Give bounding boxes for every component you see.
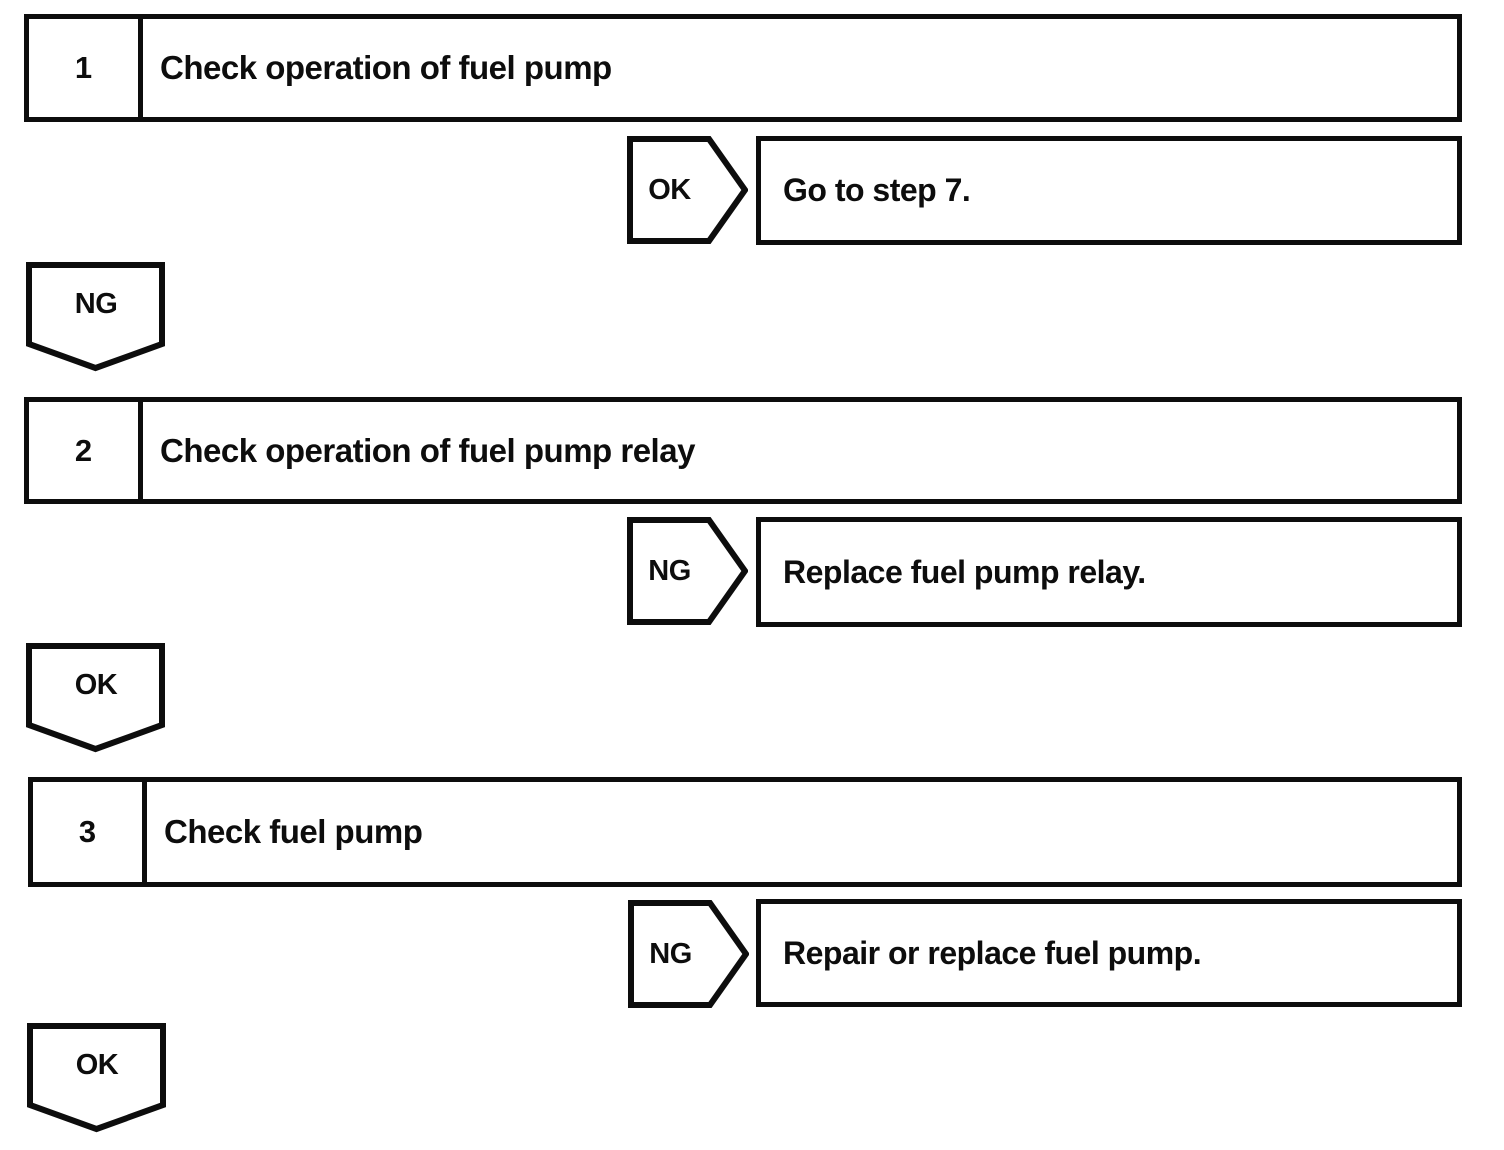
continue-arrow-label: OK	[74, 668, 118, 701]
step-number-cell: 1	[29, 19, 143, 117]
step-title-cell: Check operation of fuel pump	[143, 19, 1457, 117]
branch-result-text: Replace fuel pump relay.	[783, 553, 1146, 590]
branch-arrow-right-ng: NG	[628, 900, 749, 1008]
step-title-cell: Check operation of fuel pump relay	[143, 402, 1457, 499]
branch-result-box-1: Go to step 7.	[756, 136, 1462, 245]
step-number: 2	[74, 432, 93, 468]
pentagon-down-icon	[26, 643, 165, 753]
step-number: 1	[74, 50, 93, 85]
continue-arrow-down-ng: NG	[26, 262, 166, 372]
step-box-2: 2 Check operation of fuel pump relay	[24, 397, 1462, 504]
step-box-1: 1 Check operation of fuel pump	[24, 14, 1462, 122]
branch-arrow-label: OK	[648, 173, 691, 206]
pentagon-right-icon	[627, 517, 748, 625]
branch-arrow-label: NG	[648, 554, 691, 587]
pentagon-down-icon	[26, 262, 165, 372]
step-title: Check fuel pump	[164, 813, 423, 850]
branch-result-box-3: Repair or replace fuel pump.	[756, 899, 1462, 1007]
step-number: 3	[78, 814, 97, 849]
continue-arrow-label: NG	[74, 287, 118, 320]
pentagon-right-icon	[627, 136, 748, 244]
continue-arrow-label: OK	[75, 1048, 119, 1081]
continue-arrow-down-ok: OK	[26, 643, 166, 753]
step-box-3: 3 Check fuel pump	[28, 777, 1462, 887]
branch-arrow-right-ok: OK	[627, 136, 748, 244]
branch-result-text: Repair or replace fuel pump.	[783, 934, 1202, 971]
branch-arrow-right-ng: NG	[627, 517, 748, 625]
continue-arrow-down-ok: OK	[27, 1023, 167, 1133]
step-title-cell: Check fuel pump	[147, 782, 1457, 882]
pentagon-down-icon	[27, 1023, 166, 1133]
step-title: Check operation of fuel pump relay	[160, 431, 695, 469]
step-number-cell: 3	[33, 782, 147, 882]
step-title: Check operation of fuel pump	[160, 49, 612, 86]
step-number-cell: 2	[29, 402, 143, 499]
branch-result-text: Go to step 7.	[783, 172, 971, 208]
branch-arrow-label: NG	[649, 937, 692, 970]
branch-result-box-2: Replace fuel pump relay.	[756, 517, 1462, 627]
pentagon-right-icon	[628, 900, 749, 1008]
